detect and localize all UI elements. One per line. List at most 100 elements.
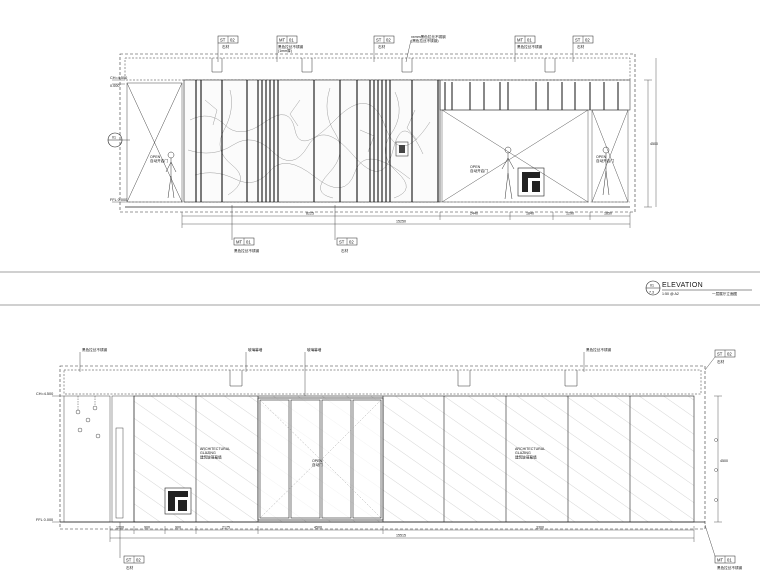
svg-text:玻璃幕墙: 玻璃幕墙 [307, 347, 322, 352]
level-label: FFL 0.000 [110, 198, 127, 202]
svg-text:02: 02 [585, 38, 590, 43]
svg-text:ST: ST [126, 558, 132, 563]
svg-text:黑色拉丝不锈钢: 黑色拉丝不锈钢 [717, 565, 743, 570]
svg-text:02: 02 [230, 38, 235, 43]
stone-wall [183, 79, 441, 203]
section-symbol: 01 [107, 132, 130, 148]
level-label: 0.000 [110, 84, 120, 88]
material-tags-bottom-a: MT 01 黑色拉丝不锈钢 ST 02 石材 [231, 205, 358, 253]
svg-text:石材: 石材 [717, 359, 725, 364]
svg-text:石材: 石材 [222, 44, 230, 49]
title-name: 一层展厅立面图 [712, 291, 738, 296]
dim-total: 15250 [396, 220, 406, 224]
dim-label: 3300 [536, 526, 544, 530]
title-symbol-top: 01 [650, 284, 654, 288]
svg-text:02: 02 [727, 352, 732, 357]
material-tag: ST 02 石材 [572, 35, 594, 62]
svg-text:ST: ST [575, 38, 581, 43]
dim-label: 8225 [306, 212, 314, 216]
left-column [63, 395, 135, 523]
svg-text:01: 01 [246, 240, 251, 245]
svg-text:石材: 石材 [126, 565, 134, 570]
svg-text:02: 02 [349, 240, 354, 245]
material-tag: MT 01 黑色拉丝不锈钢(1mm厚) [276, 35, 304, 62]
title-symbol-bottom: 7.3 [649, 291, 654, 295]
svg-text:ST: ST [376, 38, 382, 43]
ceiling-band [124, 57, 631, 81]
top-note: xxmm黑色拉丝不锈钢(黑色拉丝不锈钢) [411, 34, 446, 43]
dim-label: 1840 [526, 212, 534, 216]
svg-text:石材: 石材 [577, 44, 585, 49]
svg-text:01: 01 [112, 136, 116, 140]
dim-bottom-b [109, 526, 695, 542]
elevation-a-outline [119, 53, 636, 213]
svg-text:黑色拉丝不锈钢: 黑色拉丝不锈钢 [82, 347, 108, 352]
dim-label: 4500 [314, 526, 322, 530]
dim-total: 15515 [396, 534, 406, 538]
svg-text:01: 01 [727, 558, 732, 563]
svg-text:01: 01 [289, 38, 294, 43]
dim-label: 1290 [566, 212, 574, 216]
dim-right-a: 4500 [644, 58, 658, 208]
svg-text:4500: 4500 [650, 142, 658, 146]
level-markers-b: CH=4.500 FFL 0.000 [36, 392, 64, 523]
svg-text:4500: 4500 [720, 459, 728, 463]
dim-label: 900 [144, 526, 150, 530]
human-figure-icon [165, 146, 610, 200]
svg-text:02: 02 [386, 38, 391, 43]
svg-text:MT: MT [717, 558, 723, 563]
svg-text:ST: ST [717, 352, 723, 357]
ceiling-notches-b [229, 370, 578, 387]
svg-text:01: 01 [527, 38, 532, 43]
svg-text:黑色拉丝不锈钢: 黑色拉丝不锈钢 [586, 347, 612, 352]
upper-strip-band [444, 82, 619, 110]
material-tag-bottom-left: ST 02 石材 [119, 522, 145, 570]
level-label: CH=4.500 [110, 76, 127, 80]
glazing-panels [133, 395, 695, 523]
dim-label: 900 [175, 526, 181, 530]
svg-text:石材: 石材 [341, 248, 349, 253]
level-label: FFL 0.000 [36, 518, 53, 522]
material-tags-top-a: ST 02 石材 MT 01 黑色拉丝不锈钢(1mm厚) ST 02 石材 [217, 34, 594, 63]
material-tag: ST 02 石材 [373, 35, 395, 62]
material-tag: MT 01 黑色拉丝不锈钢 [514, 35, 543, 62]
level-label: CH=4.500 [36, 392, 53, 396]
material-tag: ST 02 石材 [217, 35, 239, 62]
svg-text:MT: MT [236, 240, 242, 245]
material-tag-right-bottom: MT 01 黑色拉丝不锈钢 [704, 524, 743, 570]
material-tag-right-top: ST 02 石材 [704, 349, 736, 371]
svg-text:黑色拉丝不锈钢: 黑色拉丝不锈钢 [234, 248, 260, 253]
dim-label: 2175 [222, 526, 230, 530]
svg-text:ST: ST [339, 240, 345, 245]
title-block: 01 7.3 ELEVATION 1:50 @ A2 一层展厅立面图 [0, 271, 760, 306]
dim-label: 1850 [604, 212, 612, 216]
title-scale: 1:50 @ A2 [662, 292, 679, 296]
svg-text:黑色拉丝不锈钢: 黑色拉丝不锈钢 [517, 44, 543, 49]
logo-block-b [164, 487, 192, 515]
svg-text:ST: ST [220, 38, 226, 43]
svg-text:MT: MT [517, 38, 523, 43]
logo-block [517, 167, 545, 197]
open-x-panel [441, 109, 589, 203]
ceiling-notches [211, 58, 556, 73]
svg-text:02: 02 [136, 558, 141, 563]
svg-text:玻璃幕墙: 玻璃幕墙 [248, 347, 263, 352]
svg-text:黑色拉丝不锈钢(1mm厚): 黑色拉丝不锈钢(1mm厚) [278, 44, 304, 53]
level-markers-a: CH=4.500 0.000 FFL 0.000 [110, 76, 127, 203]
title-heading: ELEVATION [662, 282, 703, 289]
dim-label: 2440 [470, 212, 478, 216]
svg-text:石材: 石材 [378, 44, 386, 49]
dim-bottom-a [181, 212, 631, 228]
right-door-panel [591, 109, 629, 203]
svg-text:MT: MT [279, 38, 285, 43]
elevation-b-outline [59, 365, 706, 530]
top-notes-b: 黑色拉丝不锈钢 玻璃幕墙 玻璃幕墙 黑色拉丝不锈钢 [79, 347, 612, 396]
